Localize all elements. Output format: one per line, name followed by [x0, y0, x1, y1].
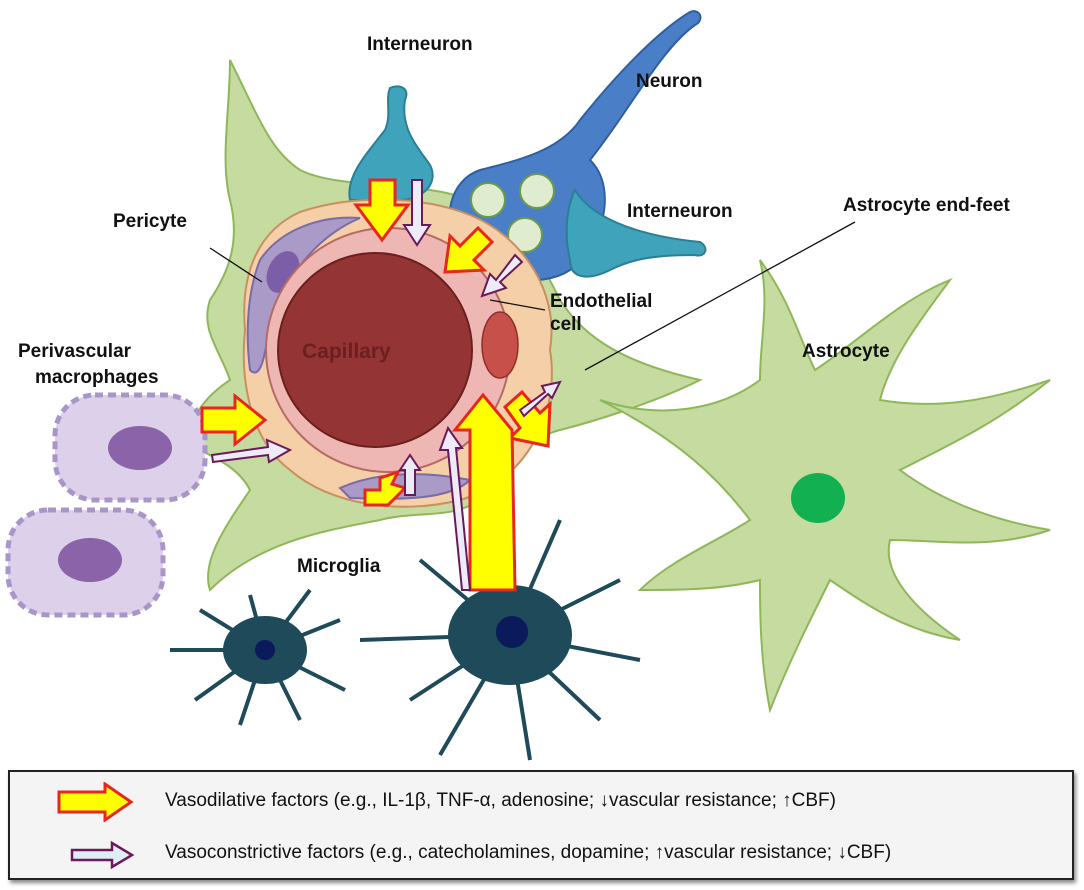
label-microglia: Microglia	[297, 556, 381, 577]
label-endothelial-1: Endothelial	[550, 291, 652, 312]
label-interneuron-right: Interneuron	[627, 201, 733, 222]
label-astrocyte: Astrocyte	[802, 341, 890, 362]
label-endothelial-2: cell	[550, 314, 582, 335]
vasodilative-arrow-icon	[57, 782, 134, 822]
label-neuron: Neuron	[636, 71, 703, 92]
label-perivascular-2: macrophages	[35, 367, 159, 388]
interneuron-right	[565, 187, 707, 278]
vasoconstrictive-arrows	[210, 179, 562, 591]
endfeet-leader	[584, 221, 856, 371]
endothelial-leader	[489, 299, 546, 311]
capillary-lumen	[277, 252, 473, 448]
legend: Vasodilative factors (e.g., IL-1β, TNF-α…	[8, 770, 1074, 880]
label-capillary: Capillary	[302, 340, 391, 363]
label-perivascular-1: Perivascular	[18, 341, 132, 362]
label-pericyte: Pericyte	[113, 211, 187, 232]
legend-vasodilative: Vasodilative factors (e.g., IL-1β, TNF-α…	[165, 790, 836, 811]
pericyte-leader	[209, 247, 263, 283]
perivascular-macrophage-1	[52, 392, 208, 503]
synaptic-vesicles	[470, 173, 555, 253]
neurovascular-diagram: Interneuron Neuron Interneuron Astrocyte…	[5, 10, 1051, 761]
label-astrocyte-endfeet: Astrocyte end-feet	[843, 195, 1010, 216]
astrocyte-nucleus	[791, 473, 845, 523]
vasodilative-arrows	[200, 178, 552, 592]
vasoconstrictive-arrow-icon	[70, 840, 135, 870]
legend-vasoconstrictive: Vasoconstrictive factors (e.g., catechol…	[165, 842, 892, 863]
endothelial-nucleus	[481, 311, 519, 379]
microglia-left	[170, 588, 346, 726]
perivascular-macrophage-2	[5, 507, 166, 618]
label-interneuron-top: Interneuron	[367, 34, 473, 55]
